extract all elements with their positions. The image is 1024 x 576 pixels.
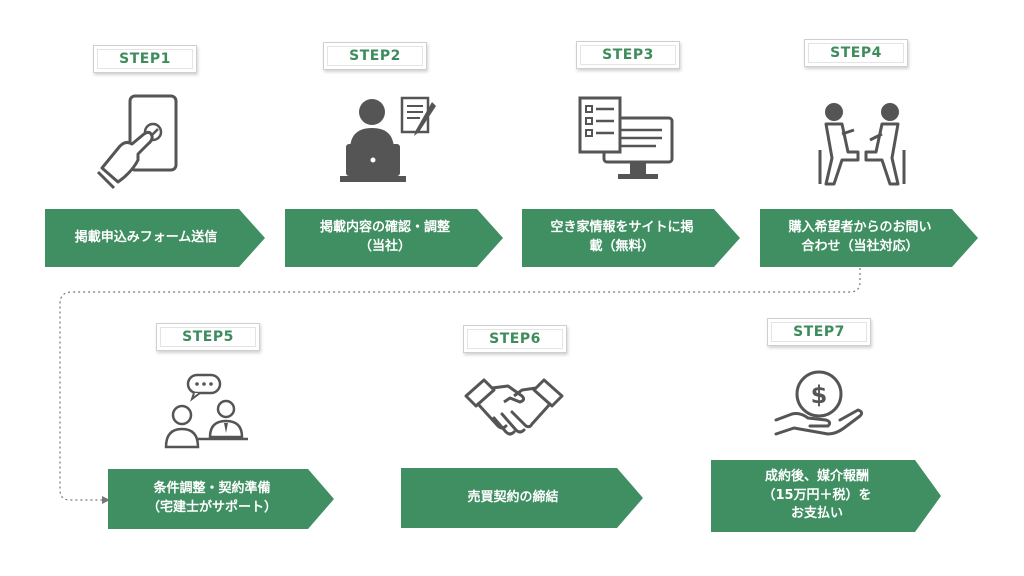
handshake-icon <box>464 378 564 436</box>
document-review-icon <box>340 96 436 182</box>
step4-text: 購入希望者からのお問い 合わせ（当社対応） <box>788 220 932 254</box>
step6-arrow: 売買契約の締結 <box>401 468 643 528</box>
step2-text: 掲載内容の確認・調整 （当社） <box>319 220 450 254</box>
step7-text: 成約後、媒介報酬 （15万円＋税）を お支払い <box>762 468 872 522</box>
step3-badge: STEP3 <box>576 41 680 69</box>
step1-arrow: 掲載申込みフォーム送信 <box>45 209 265 267</box>
step6-text: 売買契約の締結 <box>467 489 559 505</box>
chat-meeting-icon <box>164 373 248 449</box>
svg-text:$: $ <box>811 381 828 409</box>
step1-badge: STEP1 <box>93 45 197 73</box>
step3-arrow: 空き家情報をサイトに掲 載（無料） <box>522 209 740 267</box>
consultation-icon <box>818 103 906 186</box>
step4-arrow: 購入希望者からのお問い 合わせ（当社対応） <box>760 209 978 267</box>
step6-badge: STEP6 <box>463 325 567 353</box>
step5-text: 条件調整・契約準備 （宅建士がサポート） <box>146 481 277 515</box>
step2-badge: STEP2 <box>323 42 427 70</box>
step5-badge: STEP5 <box>156 323 260 351</box>
computer-list-icon <box>578 96 674 179</box>
step1-text: 掲載申込みフォーム送信 <box>74 229 218 245</box>
step5-arrow: 条件調整・契約準備 （宅建士がサポート） <box>108 469 334 529</box>
step3-text: 空き家情報をサイトに掲 載（無料） <box>550 220 694 254</box>
step7-arrow: 成約後、媒介報酬 （15万円＋税）を お支払い <box>711 460 941 532</box>
step4-badge: STEP4 <box>804 39 908 67</box>
money-hand-icon: $ <box>774 370 864 436</box>
phone-tap-icon <box>96 94 178 190</box>
step2-arrow: 掲載内容の確認・調整 （当社） <box>285 209 503 267</box>
step7-badge: STEP7 <box>767 318 871 346</box>
